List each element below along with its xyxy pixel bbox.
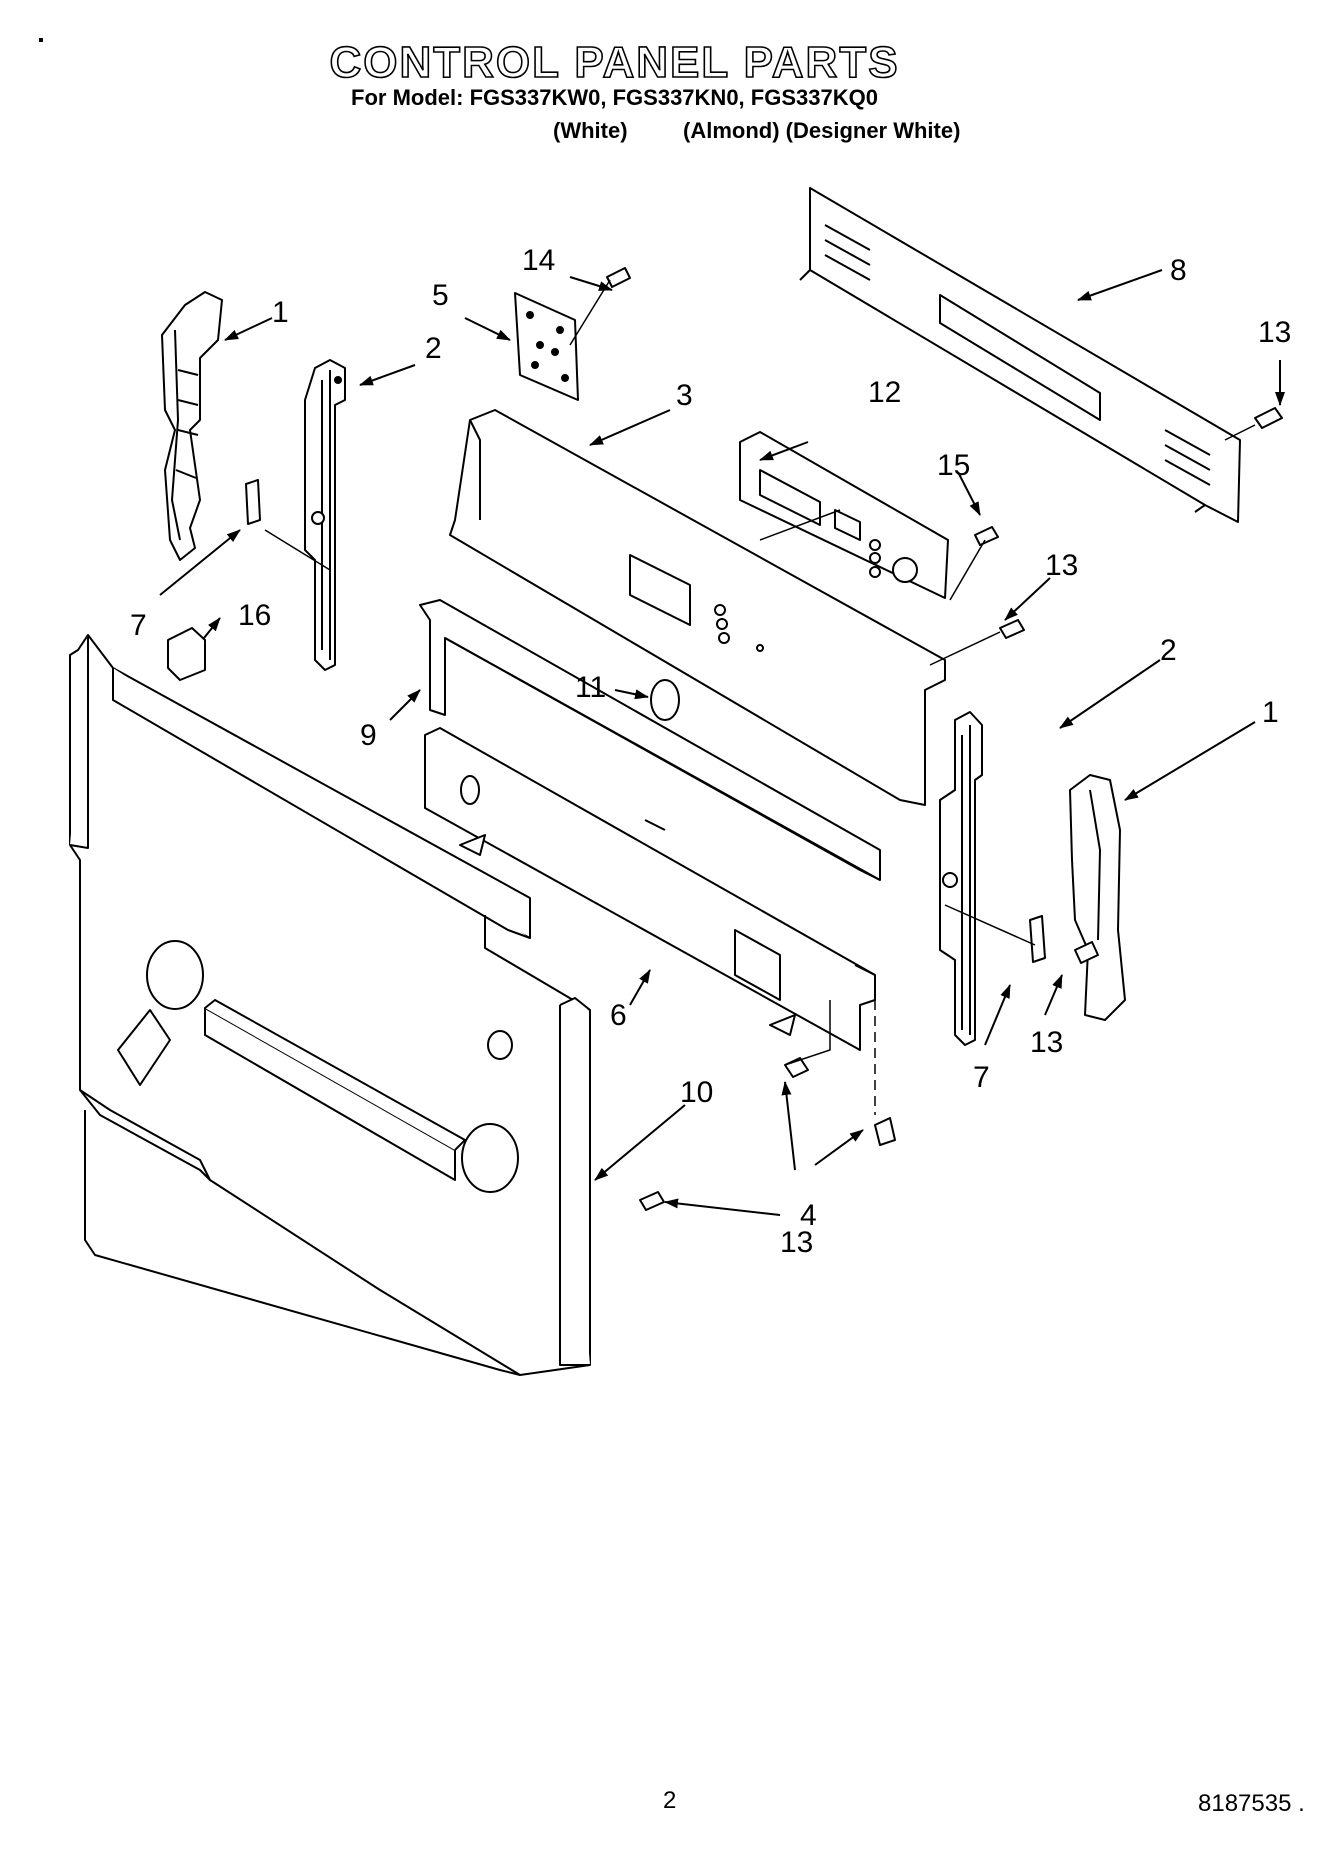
callout-12: 12	[868, 376, 901, 409]
callout-7-right: 7	[973, 1061, 990, 1094]
callout-2-left: 2	[425, 332, 442, 365]
screw-part-13-top-right	[1254, 407, 1283, 429]
knob-part-11	[650, 679, 680, 721]
end-cap-left-part-1	[161, 291, 223, 561]
screw-part-13-bottom	[639, 1191, 665, 1211]
page-number: 2	[663, 1787, 677, 1814]
callout-3: 3	[676, 379, 693, 412]
callout-2-right: 2	[1160, 634, 1177, 667]
callout-5: 5	[432, 279, 449, 312]
frame-part-9	[419, 599, 881, 881]
callout-16: 16	[238, 599, 271, 632]
side-bracket-left-part-2	[304, 359, 346, 671]
assembly-lines	[264, 279, 1256, 1066]
callout-1-right: 1	[1262, 696, 1279, 729]
page-title: CONTROL PANEL PARTS	[329, 38, 900, 87]
callout-13-bottom: 13	[780, 1226, 813, 1259]
model-line: For Model: FGS337KW0, FGS337KN0, FGS337K…	[351, 85, 878, 110]
end-cap-right-part-1	[1069, 774, 1126, 1021]
lower-panel-part-6	[424, 727, 876, 1051]
callout-10: 10	[680, 1076, 713, 1109]
callout-6: 6	[610, 999, 627, 1032]
circuit-board-part-5	[514, 292, 579, 401]
callout-8: 8	[1170, 254, 1187, 287]
callout-13-mid: 13	[1045, 549, 1078, 582]
callout-11: 11	[575, 671, 606, 704]
header: CONTROL PANEL PARTS For Model: FGS337KW0…	[0, 38, 1339, 110]
callout-14: 14	[522, 244, 555, 277]
stray-dot	[39, 38, 43, 42]
rear-panel-part-10	[69, 634, 591, 1376]
control-panel-top-part-3	[449, 409, 946, 806]
screw-part-13-right	[1074, 941, 1099, 964]
screw-part-14	[606, 267, 631, 288]
variant-almond-designer: (Almond) (Designer White)	[683, 118, 961, 143]
bracket-part-16	[167, 627, 206, 681]
screw-part-4-right	[874, 1117, 896, 1146]
rear-cover-part-8	[799, 187, 1241, 523]
callout-1-left: 1	[272, 296, 289, 329]
variant-line: (White) (Almond) (Designer White)	[0, 118, 1339, 144]
callout-13-right: 13	[1030, 1026, 1063, 1059]
display-control-part-12	[739, 431, 949, 599]
document-number: 8187535 .	[1198, 1790, 1305, 1817]
screw-part-15	[974, 526, 999, 546]
callout-13-top-right: 13	[1258, 316, 1291, 349]
leader-arrows	[159, 269, 1285, 1216]
side-bracket-right-part-2	[939, 711, 983, 1046]
callout-15: 15	[937, 449, 970, 482]
clip-right-part-7	[1029, 915, 1046, 963]
callout-9: 9	[360, 719, 377, 752]
callout-labels: 1 2 3 4 5 6 7 7 8 9 10 11 12 13 13 13 13…	[130, 244, 1291, 1259]
callout-4: 4	[800, 1199, 817, 1232]
variant-white: (White)	[553, 118, 628, 143]
callout-7-left: 7	[130, 609, 147, 642]
clip-left-part-7	[245, 479, 261, 525]
screw-part-13-mid	[999, 619, 1025, 639]
